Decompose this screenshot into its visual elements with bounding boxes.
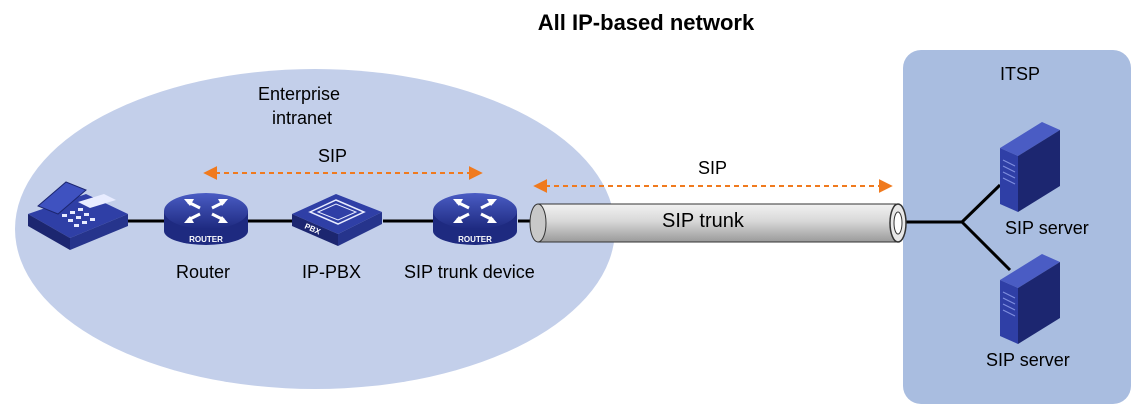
- itsp-zone: [903, 50, 1131, 404]
- router-icon: ROUTER: [164, 193, 248, 245]
- sip-label-intranet: SIP: [318, 146, 348, 166]
- sip-trunk-device-label: SIP trunk device: [404, 262, 535, 282]
- connection-lines: [122, 183, 1012, 272]
- sip-trunk-device-icon: ROUTER: [433, 193, 517, 245]
- diagram-title: All IP-based network: [537, 10, 755, 35]
- sip-trunk-label: SIP trunk: [662, 210, 744, 232]
- ip-phone-icon: [28, 181, 128, 250]
- intranet-label-line2: intranet: [272, 108, 333, 128]
- ip-pbx-label: IP-PBX: [302, 262, 362, 282]
- sip-server-icon: [1000, 254, 1060, 344]
- sip-label-itsp: SIP: [698, 158, 728, 178]
- intranet-label-line1: Enterprise: [258, 84, 341, 104]
- sip-trunk-pipe: [529, 203, 907, 243]
- sip-server-icon: [1000, 122, 1060, 212]
- itsp-label: ITSP: [1000, 64, 1041, 84]
- router-icon-text: ROUTER: [189, 235, 223, 244]
- sip-server-label-2: SIP server: [986, 350, 1070, 370]
- sip-trunk-device-icon-text: ROUTER: [458, 235, 492, 244]
- router-label: Router: [176, 262, 231, 282]
- pbx-icon: PBX: [292, 194, 382, 246]
- sip-server-label-1: SIP server: [1005, 218, 1089, 238]
